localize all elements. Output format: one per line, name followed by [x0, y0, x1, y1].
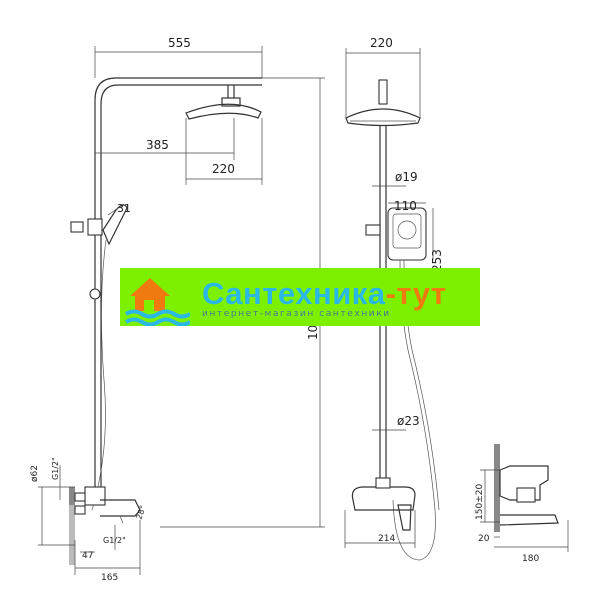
dim-label-angle-31: 31	[117, 202, 131, 215]
mixer-detail-body	[499, 465, 549, 501]
mixer-side	[84, 486, 106, 506]
dim-label-385: 385	[146, 138, 169, 152]
slider-knob	[89, 288, 101, 300]
dim-label-o62: ø62	[30, 465, 40, 482]
house-logo-icon	[124, 278, 190, 326]
head-front	[345, 108, 421, 127]
front-view	[344, 48, 440, 561]
brand-name-part1: Сантехника	[202, 276, 386, 311]
dim-label-220-right: 220	[370, 36, 393, 50]
dim-label-165: 165	[101, 573, 118, 583]
dim-label-thread-bottom: G1/2"	[103, 536, 126, 545]
wall-base-left	[69, 505, 75, 565]
dim-label-47: 47	[82, 551, 93, 561]
dim-label-110: 110	[394, 199, 417, 213]
dim-label-214: 214	[378, 534, 395, 544]
brand-name-part2: -тут	[385, 276, 447, 311]
hand-shower-front	[387, 207, 427, 261]
hose-side	[91, 239, 107, 511]
head-side	[185, 103, 262, 120]
dim-label-o23: ø23	[397, 414, 420, 428]
dim-label-angle-28: 28°	[134, 504, 147, 520]
head-neck-front	[378, 79, 388, 105]
side-view	[38, 46, 325, 575]
dim-label-20: 20	[478, 534, 490, 544]
dim-label-150-20: 150±20	[475, 484, 485, 520]
dim-label-o19: ø19	[395, 170, 418, 184]
detail-view	[480, 444, 569, 552]
spout-detail	[499, 514, 559, 526]
spout-side	[100, 499, 141, 517]
bracket-front	[365, 224, 381, 236]
brand-tagline: интернет-магазин сантехники	[202, 309, 391, 319]
watermark-banner: Сантехника-тут интернет-магазин сантехни…	[120, 268, 480, 326]
riser-pipe	[94, 77, 262, 500]
slide-bracket	[70, 221, 84, 233]
brand-name: Сантехника-тут	[202, 276, 447, 312]
dim-label-555: 555	[168, 36, 191, 50]
dim-label-253: 253	[430, 249, 444, 272]
dim-label-180: 180	[522, 554, 539, 564]
dim-label-220-left: 220	[212, 162, 235, 176]
riser-pipe-inner	[100, 84, 262, 500]
dim-label-thread-top: G1/2"	[51, 457, 60, 480]
mixer-front	[351, 486, 416, 511]
lever-front	[397, 504, 412, 531]
wall-detail	[494, 444, 500, 532]
